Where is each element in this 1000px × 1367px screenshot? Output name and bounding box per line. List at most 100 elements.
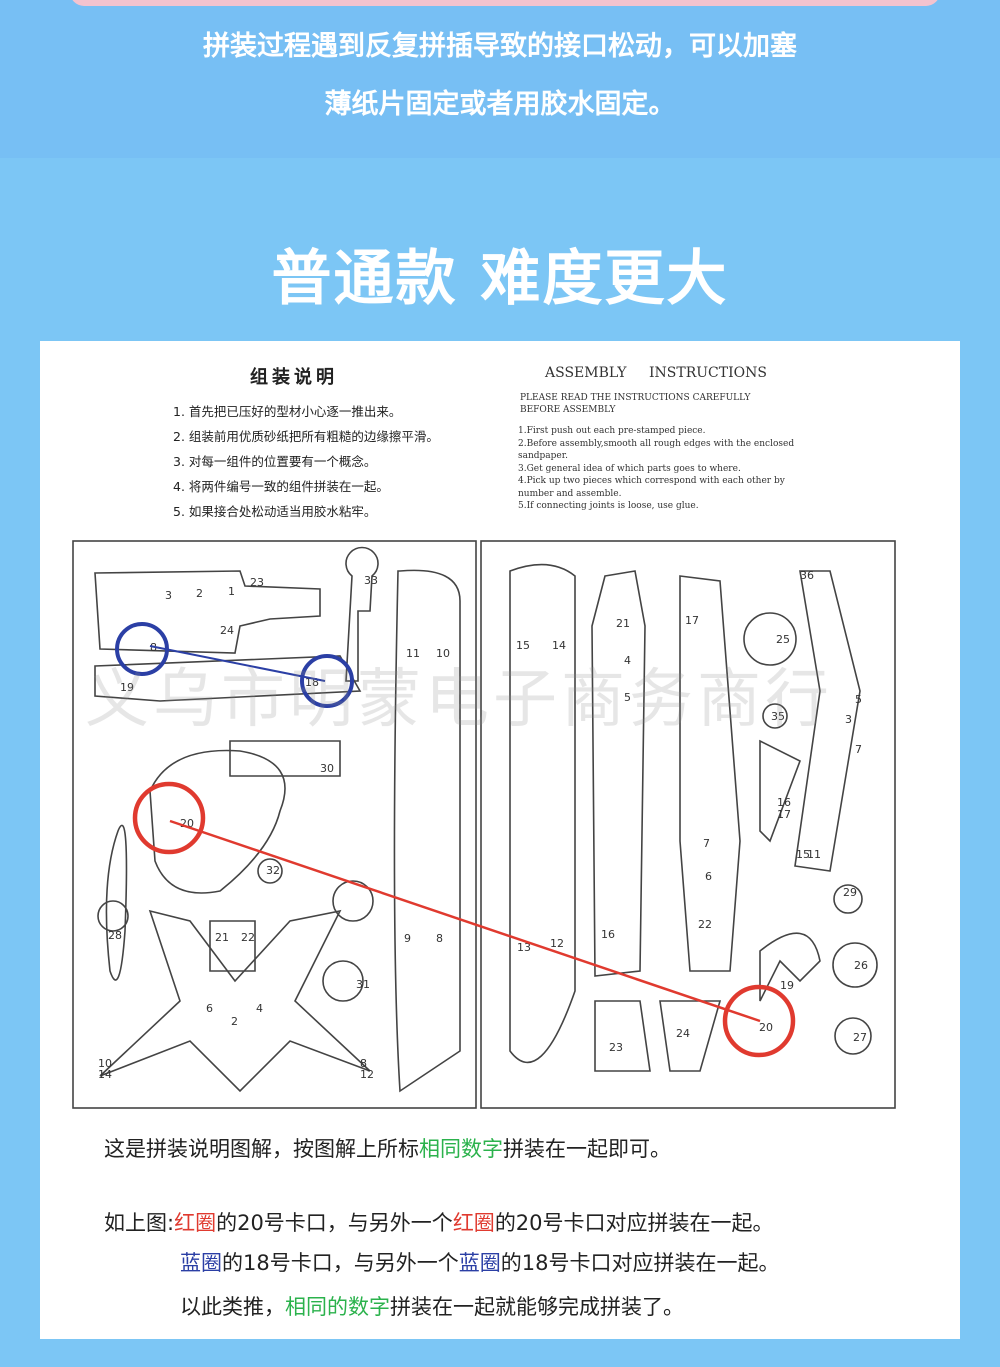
- cn-instructions-list: 1. 首先把已压好的型材小心逐一推出来。 2. 组装前用优质砂纸把所有粗糙的边缘…: [173, 399, 439, 524]
- wheel-part: [762, 703, 788, 729]
- en-instructions-subtitle: PLEASE READ THE INSTRUCTIONS CAREFULLY B…: [520, 393, 751, 415]
- wing-left-part: [393, 569, 461, 1093]
- top-band: 拼装过程遇到反复拼插导致的接口松动，可以加塞 薄纸片固定或者用胶水固定。: [0, 0, 1000, 158]
- part-label: 2: [231, 1015, 238, 1028]
- v-strut-part: [759, 739, 802, 843]
- wheel-part: [834, 1017, 872, 1055]
- caption-line-3: 蓝圈的18号卡口，与另外一个蓝圈的18号卡口对应拼装在一起。: [180, 1247, 779, 1277]
- left-sheet-frame: [72, 540, 477, 1109]
- parts-sheet-diagram: 3 2 1 23 24 8 19 18 33 11 10 30 20 32 28…: [72, 540, 896, 1109]
- body-blob-part: [149, 749, 286, 894]
- hook-part: [759, 932, 821, 1002]
- part-label: 10: [436, 647, 450, 660]
- wheel-part: [833, 884, 863, 914]
- en-instructions-title: ASSEMBLY INSTRUCTIONS: [545, 365, 767, 381]
- part-label: 17: [777, 808, 791, 821]
- part-label: 2: [196, 587, 203, 600]
- caption-highlight-blue: 蓝圈: [458, 1251, 501, 1275]
- cn-item: 3. 对每一组件的位置要有一个概念。: [173, 454, 377, 469]
- part-label: 23: [609, 1041, 623, 1054]
- en-item: 2.Before assembly,smooth all rough edges…: [518, 438, 795, 462]
- watermark-text: 义乌市明蒙电子商务商行: [85, 663, 833, 737]
- part-label: 25: [776, 633, 790, 646]
- part-label: 4: [256, 1002, 263, 1015]
- part-label: 11: [406, 647, 420, 660]
- part-label: 17: [685, 614, 699, 627]
- caption-text: 如上图:: [104, 1211, 175, 1235]
- wing-lower-part: [94, 655, 362, 702]
- part-label: 7: [703, 837, 710, 850]
- part-label: 12: [550, 937, 564, 950]
- red-circle-20-a: [132, 781, 206, 855]
- part-label: 36: [800, 569, 814, 582]
- part-label: 28: [108, 929, 122, 942]
- caption-text: 的18号卡口，与另外一个: [222, 1251, 459, 1275]
- red-connector-line: [169, 819, 761, 1023]
- part-label: 24: [676, 1027, 690, 1040]
- part-label: 15: [796, 848, 810, 861]
- cn-item: 5. 如果接合处松动适当用胶水粘牢。: [173, 504, 377, 519]
- part-label: 8: [436, 932, 443, 945]
- part-label: 19: [120, 681, 134, 694]
- part-label: 5: [855, 693, 862, 706]
- blue-circle-18-b: [300, 654, 354, 708]
- en-instructions-list: 1.First push out each pre-stamped piece.…: [518, 425, 818, 513]
- tail-fin-part: [659, 1000, 722, 1072]
- cn-item: 4. 将两件编号一致的组件拼装在一起。: [173, 479, 389, 494]
- fuselage-top-part: [679, 575, 741, 972]
- caption-line-1: 这是拼装说明图解，按图解上所标相同数字拼装在一起即可。: [104, 1133, 671, 1163]
- part-label: 6: [705, 870, 712, 883]
- propeller-part: [105, 824, 128, 981]
- intro-text: 拼装过程遇到反复拼插导致的接口松动，可以加塞 薄纸片固定或者用胶水固定。: [0, 18, 1000, 134]
- part-label: 14: [98, 1068, 112, 1081]
- part-label: 10: [98, 1057, 112, 1070]
- part-label: 23: [250, 576, 264, 589]
- strut-part: [345, 546, 379, 682]
- caption-text: 拼装在一起即可。: [503, 1137, 671, 1161]
- gear-part: [743, 612, 797, 666]
- part-label: 21: [616, 617, 630, 630]
- part-label: 29: [843, 886, 857, 899]
- part-label: 8: [360, 1057, 367, 1070]
- tail-part: [229, 740, 341, 777]
- caption-text: 这是拼装说明图解，按图解上所标: [104, 1137, 419, 1161]
- part-label: 4: [624, 654, 631, 667]
- part-label: 16: [777, 796, 791, 809]
- caption-highlight-blue: 蓝圈: [180, 1251, 222, 1275]
- wheel-part: [322, 960, 364, 1002]
- part-label: 24: [220, 624, 234, 637]
- part-label: 32: [266, 864, 280, 877]
- part-label: 6: [206, 1002, 213, 1015]
- part-label: 22: [241, 931, 255, 944]
- undercarriage-part: [99, 909, 371, 1093]
- en-item: 3.Get general idea of which parts goes t…: [518, 463, 741, 474]
- caption-text: 拼装在一起就能够完成拼装了。: [390, 1295, 684, 1319]
- part-label: 22: [698, 918, 712, 931]
- blue-circle-18-a: [115, 622, 169, 676]
- caption-highlight-green: 相同数字: [419, 1137, 503, 1161]
- right-sheet-frame: [480, 540, 896, 1109]
- part-label: 14: [552, 639, 566, 652]
- fuselage-part: [94, 570, 321, 654]
- wheel-part: [257, 858, 283, 884]
- part-label: 16: [601, 928, 615, 941]
- part-label: 1: [228, 585, 235, 598]
- part-label: 13: [517, 941, 531, 954]
- caption-highlight-red: 红圈: [452, 1211, 495, 1235]
- en-item: 5.If connecting joints is loose, use glu…: [518, 501, 699, 511]
- wing-upper-part: [509, 563, 576, 1064]
- part-label: 7: [855, 743, 862, 756]
- strut-right-part: [794, 570, 861, 872]
- caption-text: 的20号卡口，与另外一个: [216, 1211, 453, 1235]
- caption-line-4: 以此类推，相同的数字拼装在一起就能够完成拼装了。: [180, 1291, 684, 1321]
- intro-line-1: 拼装过程遇到反复拼插导致的接口松动，可以加塞: [203, 31, 797, 62]
- tail-fin-part: [594, 1000, 651, 1072]
- part-label: 35: [771, 710, 785, 723]
- caption-text: 以此类推，: [180, 1295, 285, 1319]
- instruction-card: 组装说明 1. 首先把已压好的型材小心逐一推出来。 2. 组装前用优质砂纸把所有…: [40, 341, 960, 1339]
- part-label: 3: [165, 589, 172, 602]
- red-circle-20-b: [722, 984, 796, 1058]
- intro-line-2: 薄纸片固定或者用胶水固定。: [324, 89, 676, 120]
- top-pink-edge: [70, 0, 940, 6]
- part-label: 30: [320, 762, 334, 775]
